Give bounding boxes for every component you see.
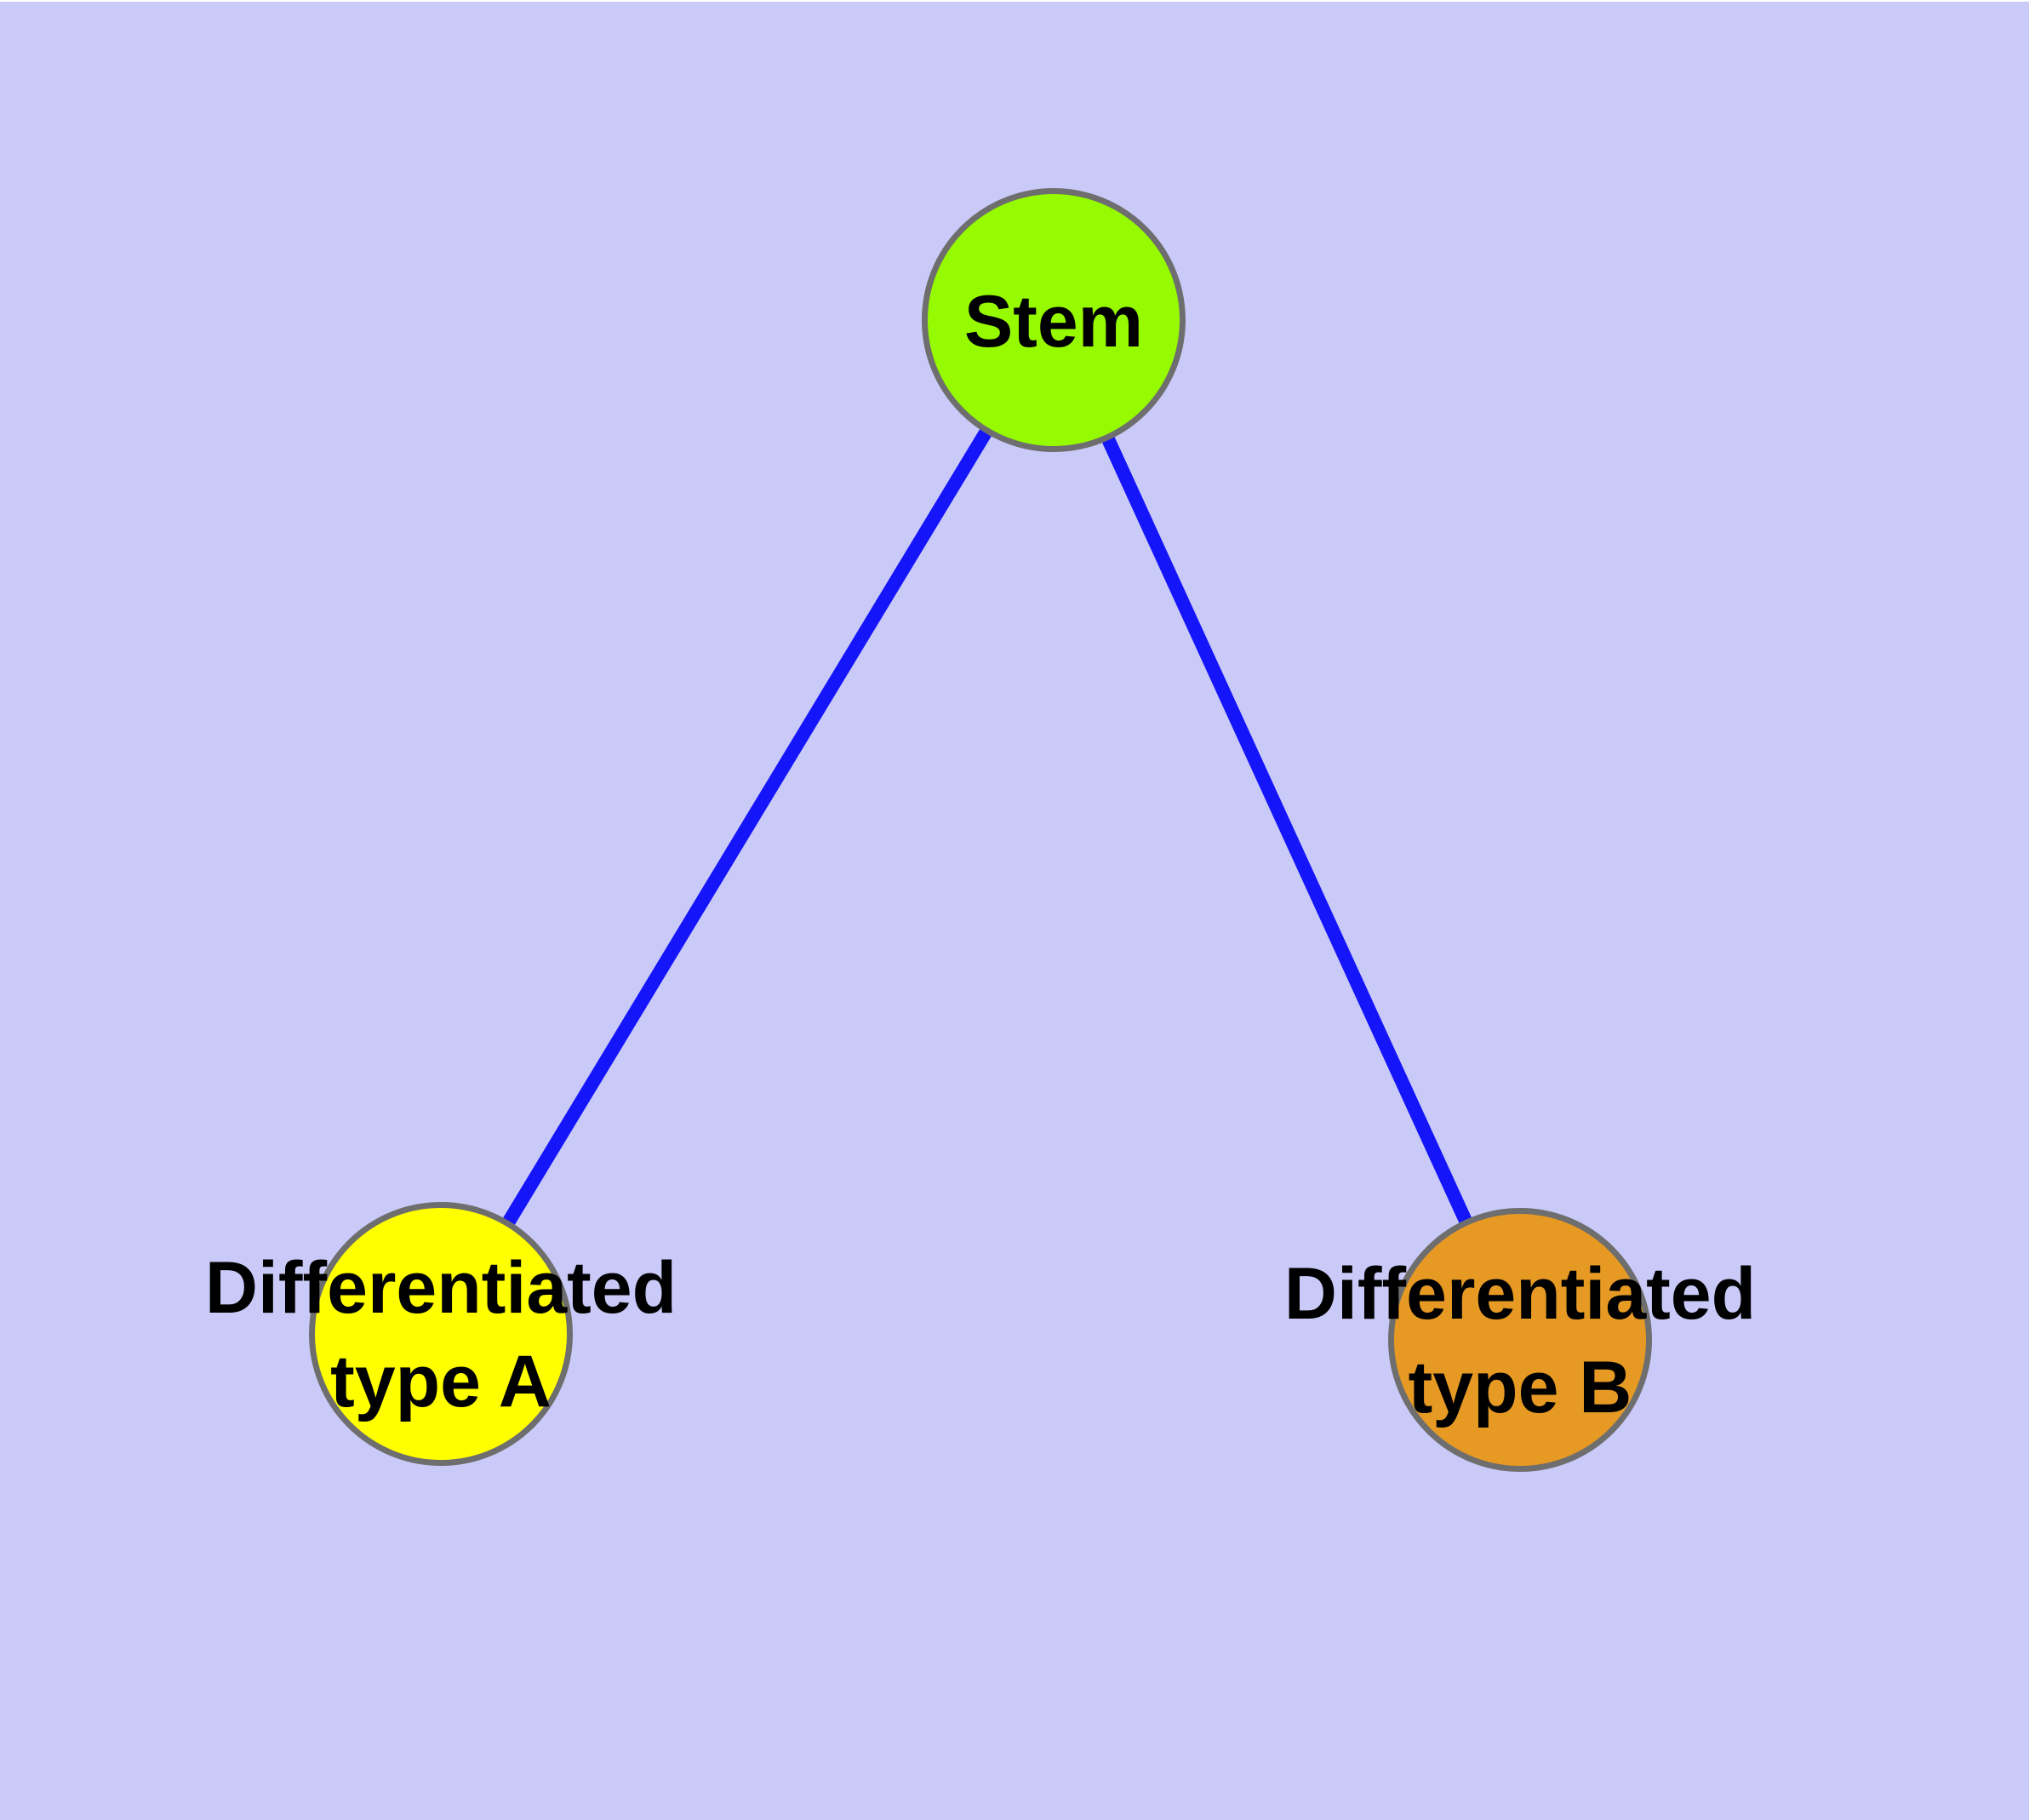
node-differentiated-type-a[interactable] [309,1202,573,1466]
node-differentiated-type-b[interactable] [1388,1208,1652,1472]
node-stem[interactable] [922,188,1186,452]
edge-stem-to-type-b [1047,317,1527,1343]
edge-stem-to-type-a [435,316,1060,1338]
